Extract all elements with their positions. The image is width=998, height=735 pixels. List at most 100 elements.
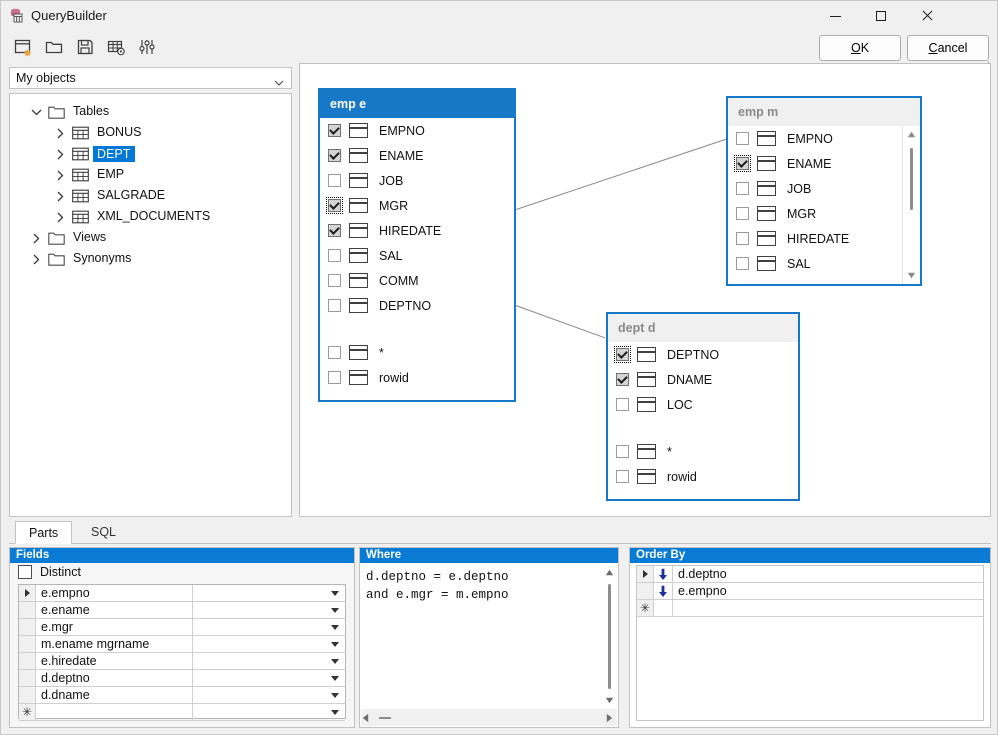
column-row-empno[interactable]: EMPNO <box>728 126 920 151</box>
column-checkbox-rowid[interactable] <box>616 470 629 483</box>
chevron-right-icon[interactable] <box>52 165 68 186</box>
column-row-ename[interactable]: ENAME <box>320 143 514 168</box>
ok-button[interactable]: OK <box>819 35 901 61</box>
fields-field-cell[interactable]: e.hiredate <box>41 654 97 668</box>
fields-row[interactable]: d.deptno <box>19 670 345 687</box>
where-text-input[interactable]: d.deptno = e.deptno and e.mgr = m.empno <box>361 564 600 709</box>
column-checkbox-mgr[interactable] <box>326 197 343 214</box>
chevron-right-icon[interactable] <box>52 123 68 144</box>
column-checkbox-job[interactable] <box>328 174 341 187</box>
fields-row[interactable]: e.hiredate <box>19 653 345 670</box>
where-horizontal-scrollbar[interactable] <box>361 709 617 726</box>
orderby-field-cell[interactable]: e.empno <box>678 584 727 598</box>
scroll-down-icon[interactable] <box>601 692 618 709</box>
tree-item-salgrade[interactable]: SALGRADE <box>10 186 291 207</box>
scroll-left-icon[interactable] <box>362 712 369 726</box>
fields-alias-dropdown[interactable] <box>192 636 345 652</box>
column-checkbox-star[interactable] <box>328 346 341 359</box>
distinct-checkbox[interactable] <box>18 565 32 579</box>
tab-sql[interactable]: SQL <box>78 521 129 544</box>
close-button[interactable] <box>904 1 950 31</box>
column-checkbox-loc[interactable] <box>616 398 629 411</box>
row-selector[interactable] <box>19 636 36 652</box>
fields-field-cell[interactable] <box>36 704 192 720</box>
fields-field-cell[interactable]: d.deptno <box>41 671 90 685</box>
column-checkbox-empno[interactable] <box>328 124 341 137</box>
orderby-field-cell[interactable]: d.deptno <box>678 567 727 581</box>
save-button[interactable] <box>71 35 99 61</box>
column-checkbox-sal[interactable] <box>736 257 749 270</box>
tab-parts[interactable]: Parts <box>15 521 73 544</box>
diagram-table-title-emp-e[interactable]: emp e <box>320 90 514 118</box>
column-row-rowid[interactable]: rowid <box>608 464 798 489</box>
scroll-right-icon[interactable] <box>606 712 613 726</box>
column-row-mgr[interactable]: MGR <box>728 201 920 226</box>
arrow-down-icon[interactable] <box>654 583 673 599</box>
chevron-right-icon[interactable] <box>28 249 44 270</box>
fields-row[interactable]: d.dname <box>19 687 345 704</box>
column-checkbox-sal[interactable] <box>328 249 341 262</box>
fields-alias-dropdown[interactable] <box>192 687 345 703</box>
column-row-star[interactable]: * <box>320 340 514 365</box>
column-row-empno[interactable]: EMPNO <box>320 118 514 143</box>
fields-field-cell[interactable]: m.ename mgrname <box>41 637 150 651</box>
row-selector[interactable] <box>19 653 36 669</box>
fields-row[interactable]: e.empno <box>19 585 345 602</box>
column-row-sal[interactable]: SAL <box>728 251 920 276</box>
chevron-down-icon[interactable] <box>28 102 44 123</box>
fields-new-row[interactable]: ✳ <box>19 704 345 721</box>
fields-alias-dropdown[interactable] <box>192 653 345 669</box>
column-checkbox-comm[interactable] <box>328 274 341 287</box>
row-selector[interactable] <box>637 566 654 582</box>
column-row-hiredate[interactable]: HIREDATE <box>320 218 514 243</box>
new-row-selector[interactable]: ✳ <box>637 600 654 616</box>
fields-alias-dropdown[interactable] <box>192 602 345 618</box>
diagram-table-title-emp-m[interactable]: emp m <box>728 98 920 126</box>
column-checkbox-ename[interactable] <box>734 155 751 172</box>
tree-item-dept[interactable]: DEPT <box>10 144 291 165</box>
arrow-down-icon[interactable] <box>654 566 673 582</box>
fields-alias-dropdown[interactable] <box>192 585 345 601</box>
column-checkbox-deptno[interactable] <box>614 346 631 363</box>
column-row-deptno[interactable]: DEPTNO <box>608 342 798 367</box>
fields-row[interactable]: m.ename mgrname <box>19 636 345 653</box>
orderby-row[interactable]: e.empno <box>637 583 983 600</box>
distinct-row[interactable]: Distinct <box>10 563 354 581</box>
tree-item-bonus[interactable]: BONUS <box>10 123 291 144</box>
scroll-up-icon[interactable] <box>903 126 920 143</box>
row-selector[interactable] <box>19 602 36 618</box>
column-checkbox-rowid[interactable] <box>328 371 341 384</box>
column-checkbox-dname[interactable] <box>616 373 629 386</box>
cancel-button[interactable]: Cancel <box>907 35 989 61</box>
tree-item-tables[interactable]: Tables <box>10 102 291 123</box>
row-selector[interactable] <box>637 583 654 599</box>
column-checkbox-hiredate[interactable] <box>328 224 341 237</box>
scroll-up-icon[interactable] <box>601 564 618 581</box>
fields-row[interactable]: e.mgr <box>19 619 345 636</box>
column-row-mgr[interactable]: MGR <box>320 193 514 218</box>
orderby-grid[interactable]: d.deptno e.empno ✳ <box>636 565 984 721</box>
scroll-down-icon[interactable] <box>903 267 920 284</box>
column-checkbox-star[interactable] <box>616 445 629 458</box>
column-row-job[interactable]: JOB <box>320 168 514 193</box>
orderby-direction-cell[interactable] <box>654 600 673 616</box>
column-row-rowid[interactable]: rowid <box>320 365 514 390</box>
column-row-job[interactable]: JOB <box>728 176 920 201</box>
fields-field-cell[interactable]: e.ename <box>41 603 90 617</box>
column-row-deptno[interactable]: DEPTNO <box>320 293 514 318</box>
column-checkbox-ename[interactable] <box>328 149 341 162</box>
chevron-right-icon[interactable] <box>52 207 68 228</box>
maximize-button[interactable] <box>858 1 904 31</box>
row-selector[interactable] <box>19 585 36 601</box>
tree-item-views[interactable]: Views <box>10 228 291 249</box>
fields-row[interactable]: e.ename <box>19 602 345 619</box>
orderby-row[interactable]: d.deptno <box>637 566 983 583</box>
where-hscroll-thumb[interactable] <box>379 717 391 719</box>
row-selector[interactable] <box>19 670 36 686</box>
column-row-hiredate[interactable]: HIREDATE <box>728 226 920 251</box>
